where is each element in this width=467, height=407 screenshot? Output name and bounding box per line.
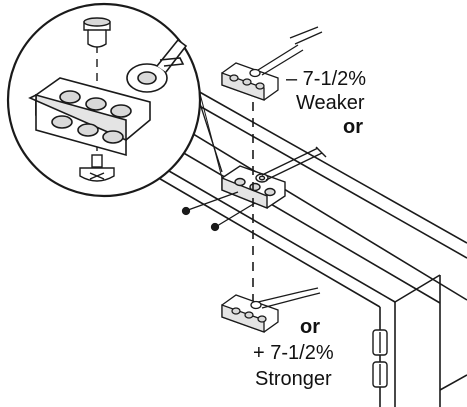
- bottom-effect-label: Stronger: [255, 368, 332, 390]
- screw-detail-part: [79, 154, 115, 182]
- door-frame: [149, 89, 467, 407]
- bottom-or-label: or: [300, 316, 320, 338]
- top-effect-label: Weaker: [296, 92, 365, 114]
- bracket-detail-part: [28, 77, 151, 157]
- bottom-adjust-label: + 7-1/2%: [253, 342, 334, 364]
- top-adjust-label: – 7-1/2%: [286, 68, 367, 90]
- arm-end-part: [126, 38, 188, 93]
- bracket-position-stronger: [221, 287, 321, 333]
- bracket-position-weaker: [221, 26, 323, 101]
- closer-arm: [261, 146, 327, 181]
- detail-magnifier: [6, 2, 202, 198]
- bushing-part: [83, 17, 111, 48]
- top-or-label: or: [343, 116, 363, 138]
- screws: [181, 191, 256, 232]
- hinges: [372, 329, 388, 388]
